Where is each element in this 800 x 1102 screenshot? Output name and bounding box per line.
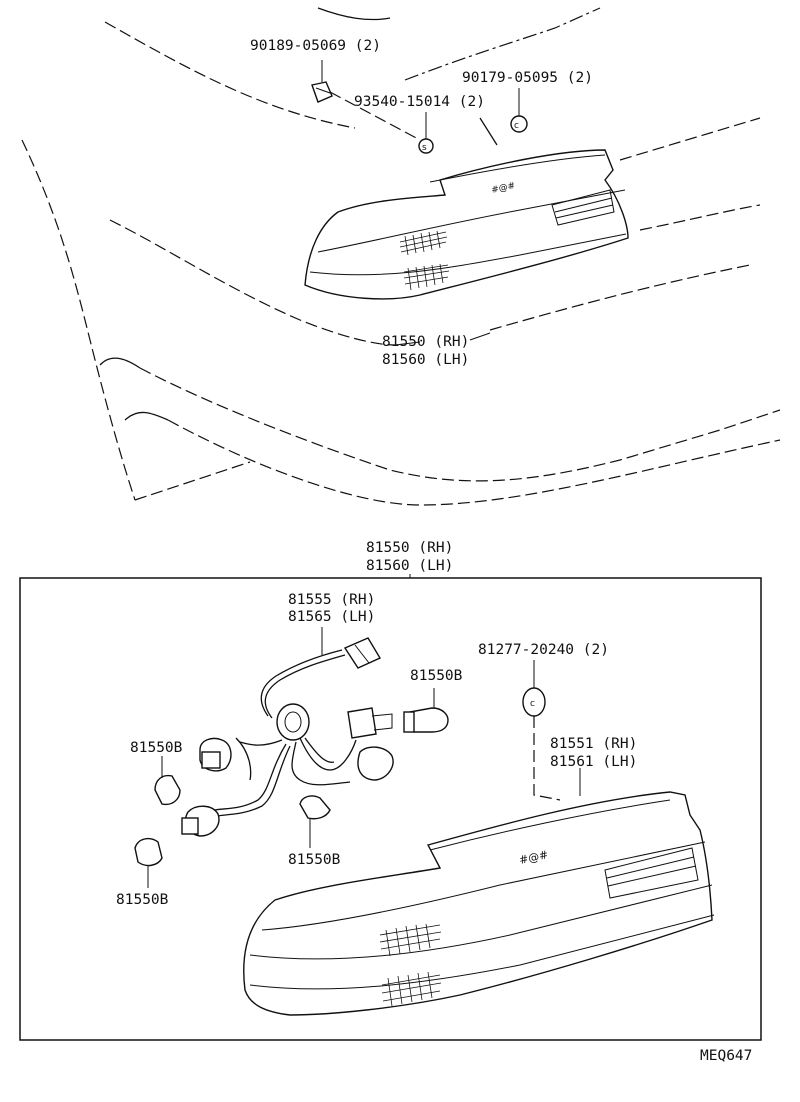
tail-lamp-assembly-top: #@# (304, 149, 629, 300)
tail-lamp-lens: #@# (243, 791, 715, 1016)
bulb-icon (403, 707, 449, 733)
label-bulb: 81550B (410, 668, 463, 684)
label-box-rh: 81550 (RH) (366, 540, 453, 556)
bulb-icon (299, 795, 331, 820)
leader-line (394, 332, 491, 346)
bulb-icon (154, 774, 181, 806)
svg-text:c: c (514, 121, 519, 131)
svg-text:s: s (422, 143, 427, 153)
label-socket-wire-lh: 81565 (LH) (288, 609, 375, 625)
vehicle-body-outline (21, 7, 781, 506)
washer-icon: s (329, 91, 434, 154)
exploded-view-frame (19, 577, 762, 1041)
figure-code: MEQ647 (700, 1048, 752, 1064)
leader-line (533, 716, 561, 801)
label-lens-rh: 81551 (RH) (550, 736, 637, 752)
socket-wire-harness (181, 627, 394, 837)
bulb-icon (134, 837, 163, 867)
label-lens-lh: 81561 (LH) (550, 754, 637, 770)
label-bulb: 81550B (130, 740, 183, 756)
svg-text:#@#: #@# (491, 181, 517, 196)
label-socket-wire-rh: 81555 (RH) (288, 592, 375, 608)
label-cushion: 81277-20240 (2) (478, 642, 609, 658)
label-nut: 90179-05095 (2) (462, 70, 593, 86)
label-lamp-lh: 81560 (LH) (382, 352, 469, 368)
label-lamp-rh: 81550 (RH) (382, 334, 469, 350)
svg-text:c: c (530, 699, 535, 709)
label-box-lh: 81560 (LH) (366, 558, 453, 574)
svg-text:#@#: #@# (518, 848, 549, 867)
label-bulb: 81550B (288, 852, 341, 868)
label-screw: 90189-05069 (2) (250, 38, 381, 54)
label-bulb: 81550B (116, 892, 169, 908)
nut-icon: c (510, 88, 528, 133)
label-washer: 93540-15014 (2) (354, 94, 485, 110)
screw-icon (311, 60, 333, 103)
cushion-icon: c (522, 660, 546, 717)
